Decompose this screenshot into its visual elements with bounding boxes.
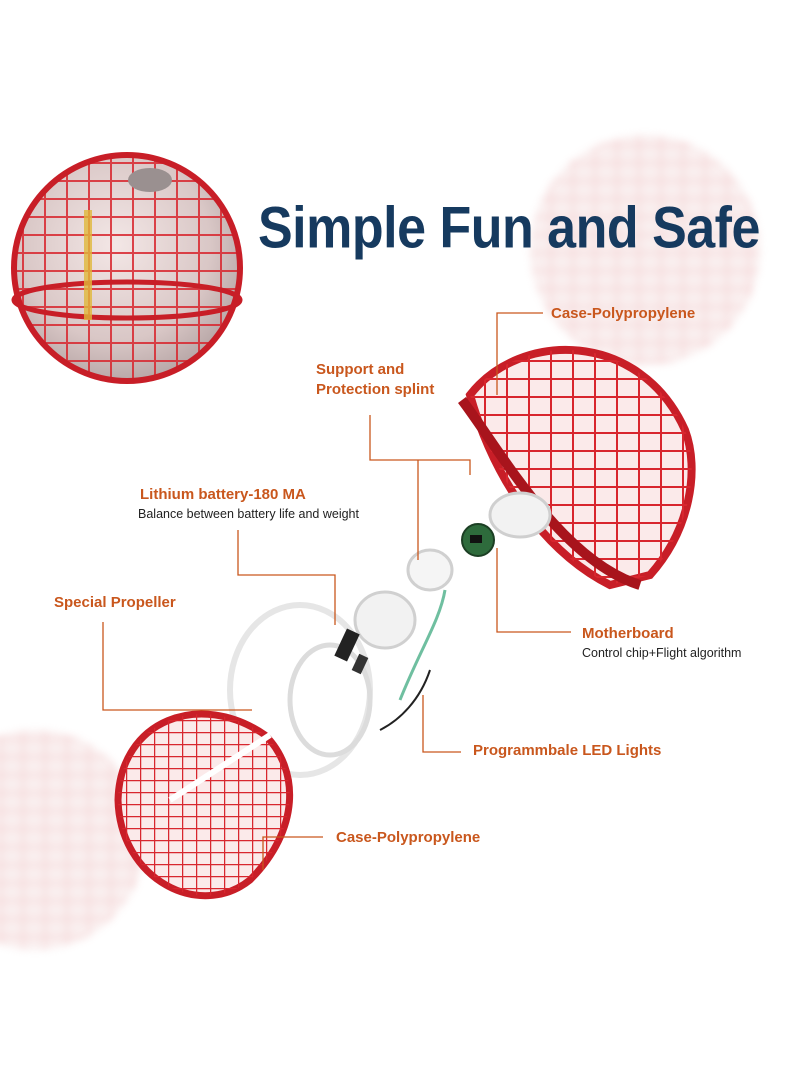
support-label-line2: Protection splint: [316, 381, 435, 398]
motherboard-label: Motherboard: [582, 625, 674, 642]
blurred-ball-bottom-left: [0, 730, 145, 950]
motherboard-image: [461, 523, 495, 557]
case-top-label: Case-Polypropylene: [551, 305, 696, 322]
propeller-assembly-image: [227, 548, 454, 778]
flying-ball-image: [11, 152, 243, 384]
motherboard-sublabel: Control chip+Flight algorithm: [582, 646, 742, 660]
propeller-label: Special Propeller: [54, 594, 176, 611]
bottom-shell-image: [114, 710, 294, 900]
battery-label: Lithium battery-180 MA: [140, 486, 306, 503]
support-label-line1: Support and: [316, 361, 405, 378]
page-title: Simple Fun and Safe: [258, 196, 760, 262]
case-bottom-label: Case-Polypropylene: [336, 829, 481, 846]
support-splint-image: [488, 491, 552, 539]
blurred-ball-top-right: [530, 135, 760, 365]
led-label: Programmbale LED Lights: [473, 742, 662, 759]
battery-sublabel: Balance between battery life and weight: [138, 507, 359, 521]
top-shell-image: [458, 345, 696, 590]
